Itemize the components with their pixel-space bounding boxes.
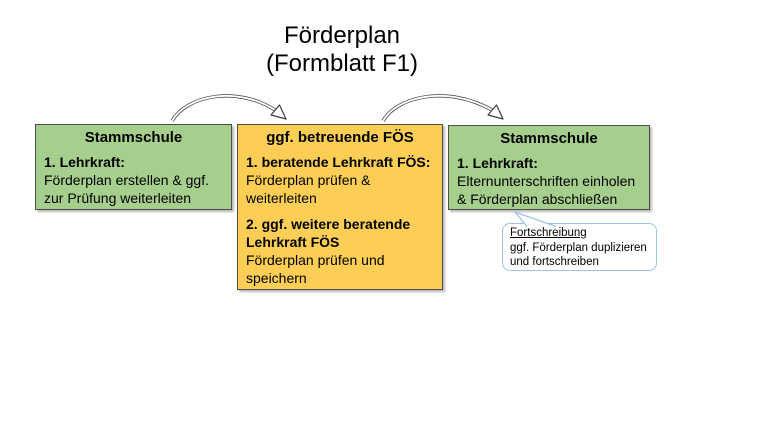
box-mid-role-1: 1. beratende Lehrkraft FÖS:: [246, 154, 431, 170]
curved-arrow-left-icon: [170, 94, 287, 122]
title-line-1: Förderplan: [283, 22, 401, 49]
box-mid-section-2: 2. ggf. weitere beratende Lehrkraft FÖS …: [246, 215, 434, 287]
title-line-2: (Formblatt F1): [265, 50, 418, 77]
callout-title: Fortschreibung: [510, 227, 587, 239]
box-right-text-line-2: & Förderplan abschließen: [457, 191, 618, 207]
callout-line-1: ggf. Förderplan duplizieren: [510, 241, 647, 254]
page-title: Förderplan (Formblatt F1): [162, 22, 522, 78]
box-mid-text-2-line-2: speichern: [246, 270, 307, 286]
box-mid-role-2-line-1: 2. ggf. weitere beratende: [246, 216, 411, 232]
box-right-header: Stammschule: [500, 130, 598, 147]
box-right-role: 1. Lehrkraft:: [457, 155, 538, 171]
box-left-role: 1. Lehrkraft:: [44, 154, 125, 170]
box-mid-text-1-line-1: Förderplan prüfen &: [246, 172, 371, 188]
box-right-text-line-1: Elternunterschriften einholen: [457, 173, 636, 189]
box-stammschule-right: Stammschule 1. Lehrkraft: Elternuntersch…: [448, 125, 650, 210]
box-stammschule-left: Stammschule 1. Lehrkraft: Förderplan ers…: [35, 124, 232, 210]
box-left-header: Stammschule: [84, 129, 183, 146]
box-betreuende-foes: ggf. betreuende FÖS 1. beratende Lehrkra…: [237, 124, 443, 290]
callout-fortschreibung: Fortschreibung ggf. Förderplan duplizier…: [502, 223, 657, 271]
box-mid-role-2-line-2: Lehrkraft FÖS: [246, 234, 340, 250]
box-left-section-1: 1. Lehrkraft: Förderplan erstellen & ggf…: [44, 153, 223, 207]
curved-arrow-right-icon: [381, 94, 504, 122]
box-mid-text-1-line-2: weiterleiten: [246, 190, 317, 206]
callout-line-2: und fortschreiben: [510, 256, 599, 268]
box-left-text-line-2: zur Prüfung weiterleiten: [44, 190, 192, 206]
box-left-text-line-1: Förderplan erstellen & ggf.: [44, 172, 209, 188]
box-mid-section-1: 1. beratende Lehrkraft FÖS: Förderplan p…: [246, 153, 434, 207]
box-right-section-1: 1. Lehrkraft: Elternunterschriften einho…: [457, 154, 641, 208]
box-mid-header: ggf. betreuende FÖS: [266, 129, 414, 146]
box-mid-text-2-line-1: Förderplan prüfen und: [246, 252, 385, 268]
